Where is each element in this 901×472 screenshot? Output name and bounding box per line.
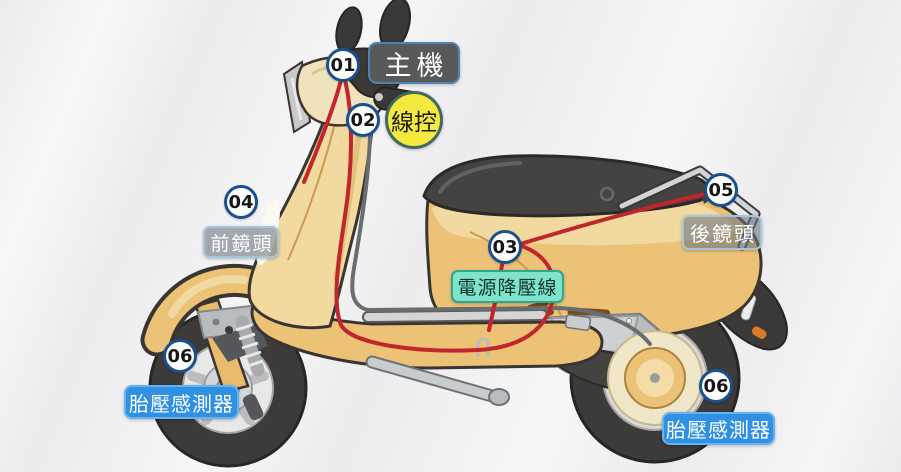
callout-number-06-front: 06 — [163, 339, 197, 373]
camera-cable-rear — [505, 189, 721, 250]
rear-hub — [607, 330, 703, 426]
kickstand — [365, 337, 510, 406]
callout-number-05: 05 — [704, 173, 738, 207]
floorboard — [250, 298, 604, 370]
callout-number-06-rear: 06 — [699, 369, 733, 403]
cable-clamp — [564, 314, 592, 331]
label-tpms-rear: 胎壓感測器 — [662, 412, 775, 445]
brake-caliper — [242, 393, 264, 421]
label-main-unit: 主機 — [368, 42, 460, 84]
label-power-stepdown-cable: 電源降壓線 — [451, 270, 564, 303]
label-tpms-front: 胎壓感測器 — [124, 385, 239, 419]
callout-number-01: 01 — [326, 48, 360, 82]
rear-indicator — [751, 326, 767, 339]
label-front-camera: 前鏡頭 — [203, 226, 279, 258]
callout-number-02: 02 — [346, 103, 380, 137]
callout-number-03: 03 — [488, 230, 522, 264]
label-wire-controller: 線控 — [385, 91, 443, 149]
label-rear-camera: 後鏡頭 — [682, 215, 762, 250]
brake-cable — [350, 106, 652, 346]
callout-number-04: 04 — [224, 185, 258, 219]
camera-cable-front — [302, 78, 343, 184]
